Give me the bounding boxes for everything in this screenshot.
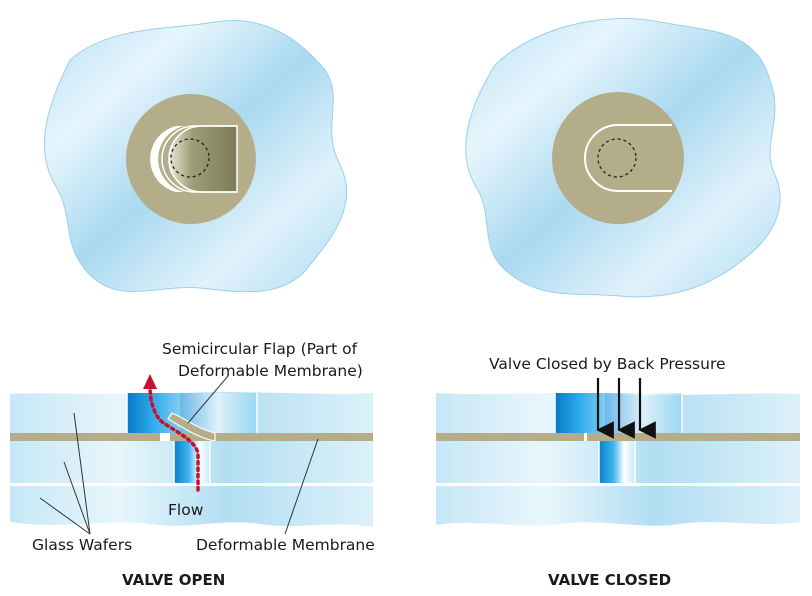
flow-arrowhead: [143, 374, 157, 389]
top-left-wafer-view: [43, 20, 348, 293]
flap-gap-hole: [160, 433, 170, 441]
inlet-port-left: [174, 441, 210, 483]
deformable-membrane-right: [436, 433, 800, 441]
caption-valve-open: VALVE OPEN: [122, 571, 225, 589]
flap-cut-outline-left: [161, 125, 237, 193]
label-flap-line1: Semicircular Flap (Part of: [162, 340, 358, 358]
flap-gap-crescent: [150, 126, 184, 192]
cross-section-open: Semicircular Flap (Part of Deformable Me…: [10, 340, 375, 589]
leader-flap: [187, 375, 229, 424]
inlet-port-right: [599, 441, 635, 483]
closed-chamber-right: [605, 393, 682, 433]
leader-glass-2: [63, 461, 91, 535]
base-glass-wafer-right: [436, 485, 800, 526]
top-right-wafer-view: [465, 18, 781, 298]
cross-section-closed: Valve Closed by Back Pressure VALVE CLOS…: [436, 355, 800, 589]
base-glass-wafer-left: [10, 485, 373, 527]
membrane-disc-right: [552, 92, 684, 224]
label-flap-line2: Deformable Membrane): [178, 362, 363, 380]
flow-path: [148, 383, 200, 492]
leader-glass-3: [39, 497, 91, 535]
label-deformable-membrane: Deformable Membrane: [196, 536, 375, 554]
label-back-pressure: Valve Closed by Back Pressure: [489, 355, 726, 373]
label-glass-wafers: Glass Wafers: [32, 536, 132, 554]
caption-valve-closed: VALVE CLOSED: [548, 571, 671, 589]
semicircular-flap-raised: [167, 412, 216, 442]
flap-cut-outline-right: [584, 124, 672, 192]
flap-chamber: [127, 393, 180, 433]
leader-membrane: [284, 438, 319, 535]
leader-glass-1: [73, 412, 91, 535]
port-outline-right: [597, 138, 637, 178]
port-outline-left: [170, 138, 210, 178]
deformable-membrane-left: [10, 433, 373, 441]
label-flow: Flow: [168, 501, 204, 519]
flap-opening-left: [168, 125, 238, 193]
closed-flap-gap: [584, 433, 587, 441]
